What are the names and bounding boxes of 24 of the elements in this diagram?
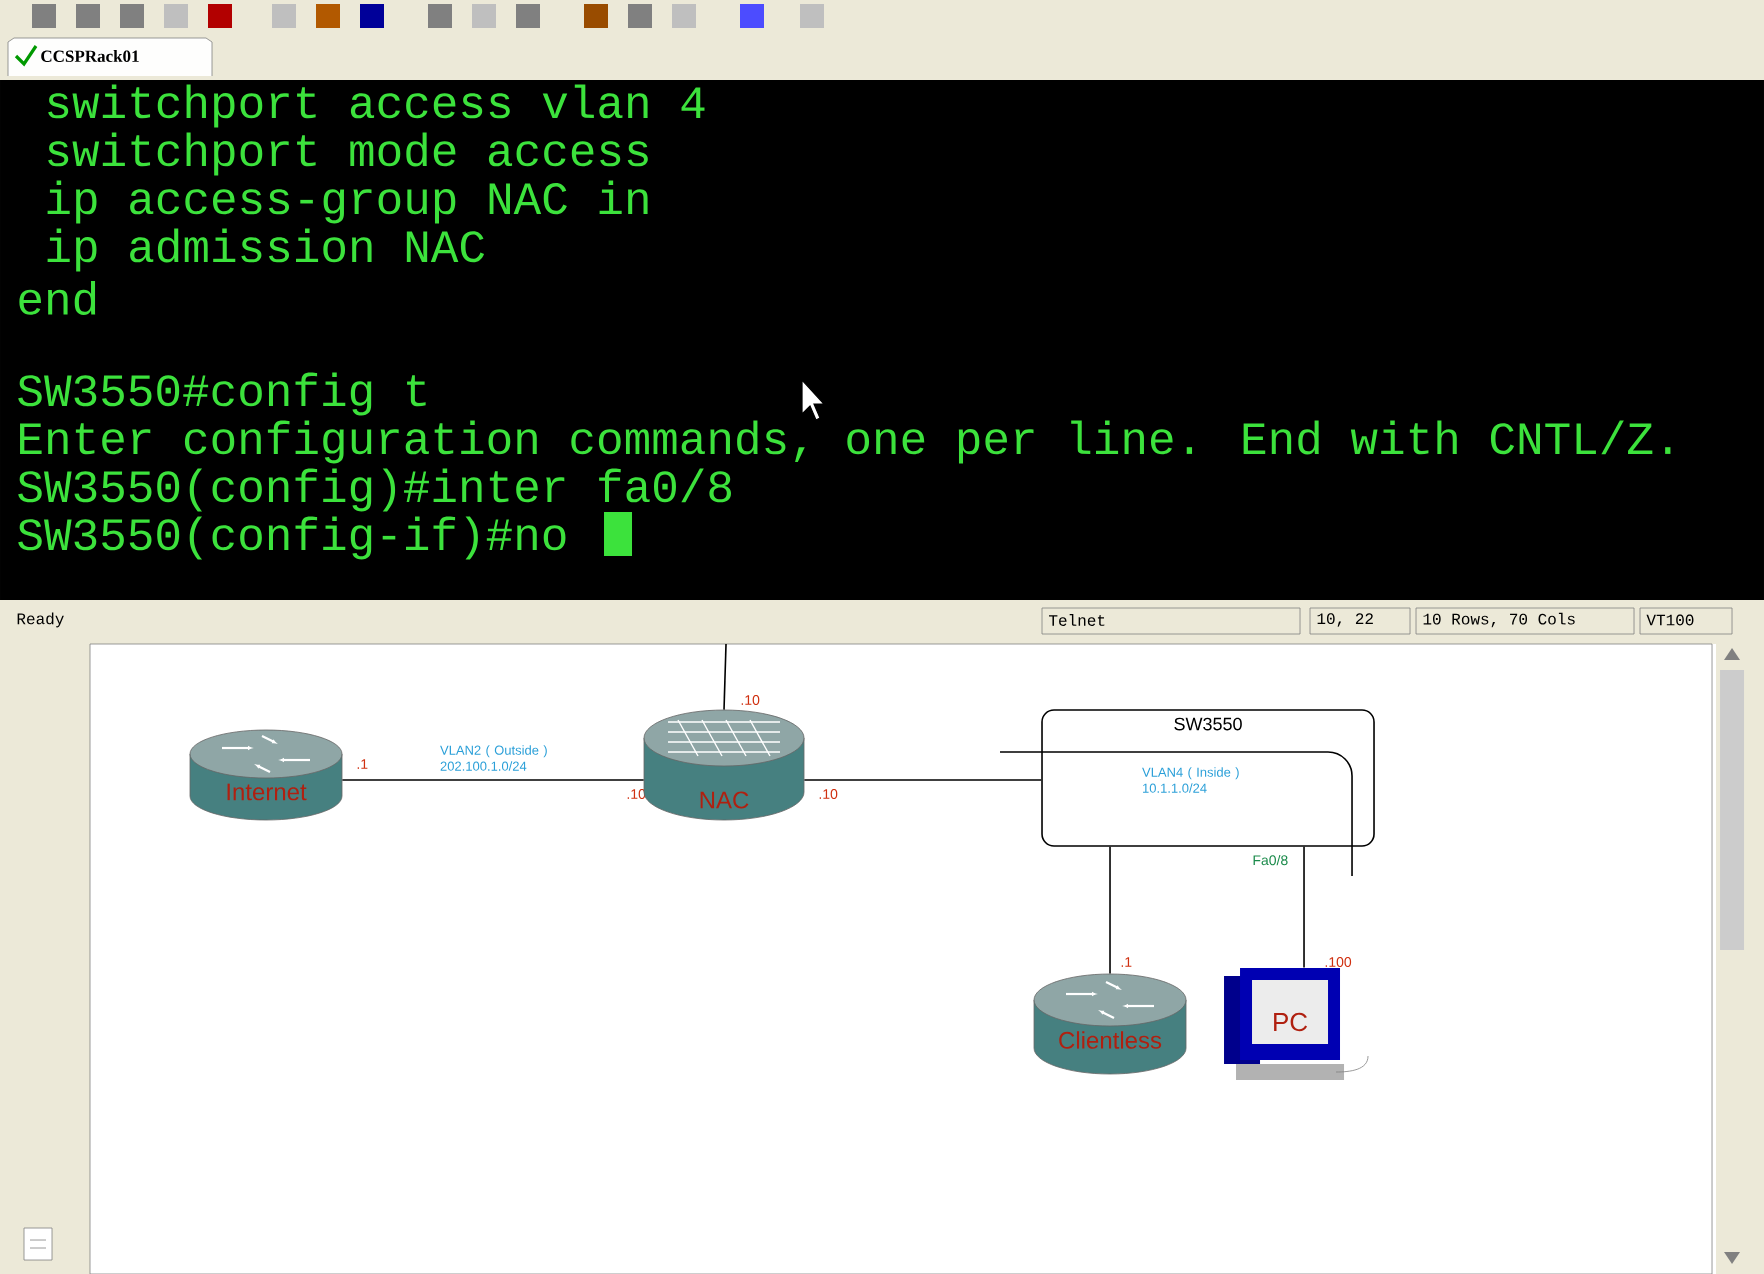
router-node: Clientless bbox=[1033, 973, 1187, 1075]
terminal-line: ip access-group NAC in bbox=[47, 180, 648, 224]
terminal-line: ip admission NAC bbox=[47, 228, 485, 272]
connector-line bbox=[341, 779, 645, 781]
status-text: Ready bbox=[17, 612, 64, 628]
terminal-line: Enter configuration commands, one per line. End with CNTL/Z. bbox=[20, 420, 1671, 464]
status-field: Telnet bbox=[1041, 607, 1301, 635]
terminal-line: switchport mode access bbox=[48, 132, 648, 176]
terminal-line: end bbox=[19, 281, 96, 315]
connector-line bbox=[1109, 846, 1111, 975]
terminal-line: switchport access vlan 4 bbox=[48, 84, 705, 128]
router-node: Internet bbox=[189, 729, 343, 821]
connector-line bbox=[1303, 846, 1305, 969]
status-field: 10 Rows, 70 Cols bbox=[1415, 607, 1635, 635]
terminal-line: SW3550(config)#inter fa0/8 bbox=[18, 468, 731, 512]
computer-node: PC bbox=[1224, 968, 1369, 1080]
status-field: VT100 bbox=[1639, 607, 1733, 635]
terminal-line: SW3550#config t bbox=[18, 372, 426, 416]
connector-line bbox=[803, 779, 1042, 781]
router-node: NAC bbox=[643, 709, 805, 821]
status-field: 10, 22 bbox=[1309, 607, 1411, 635]
tab: CCSPRack01 bbox=[7, 37, 213, 77]
terminal-line: SW3550(config-if)#no bbox=[18, 516, 566, 560]
connector-line bbox=[723, 643, 727, 711]
